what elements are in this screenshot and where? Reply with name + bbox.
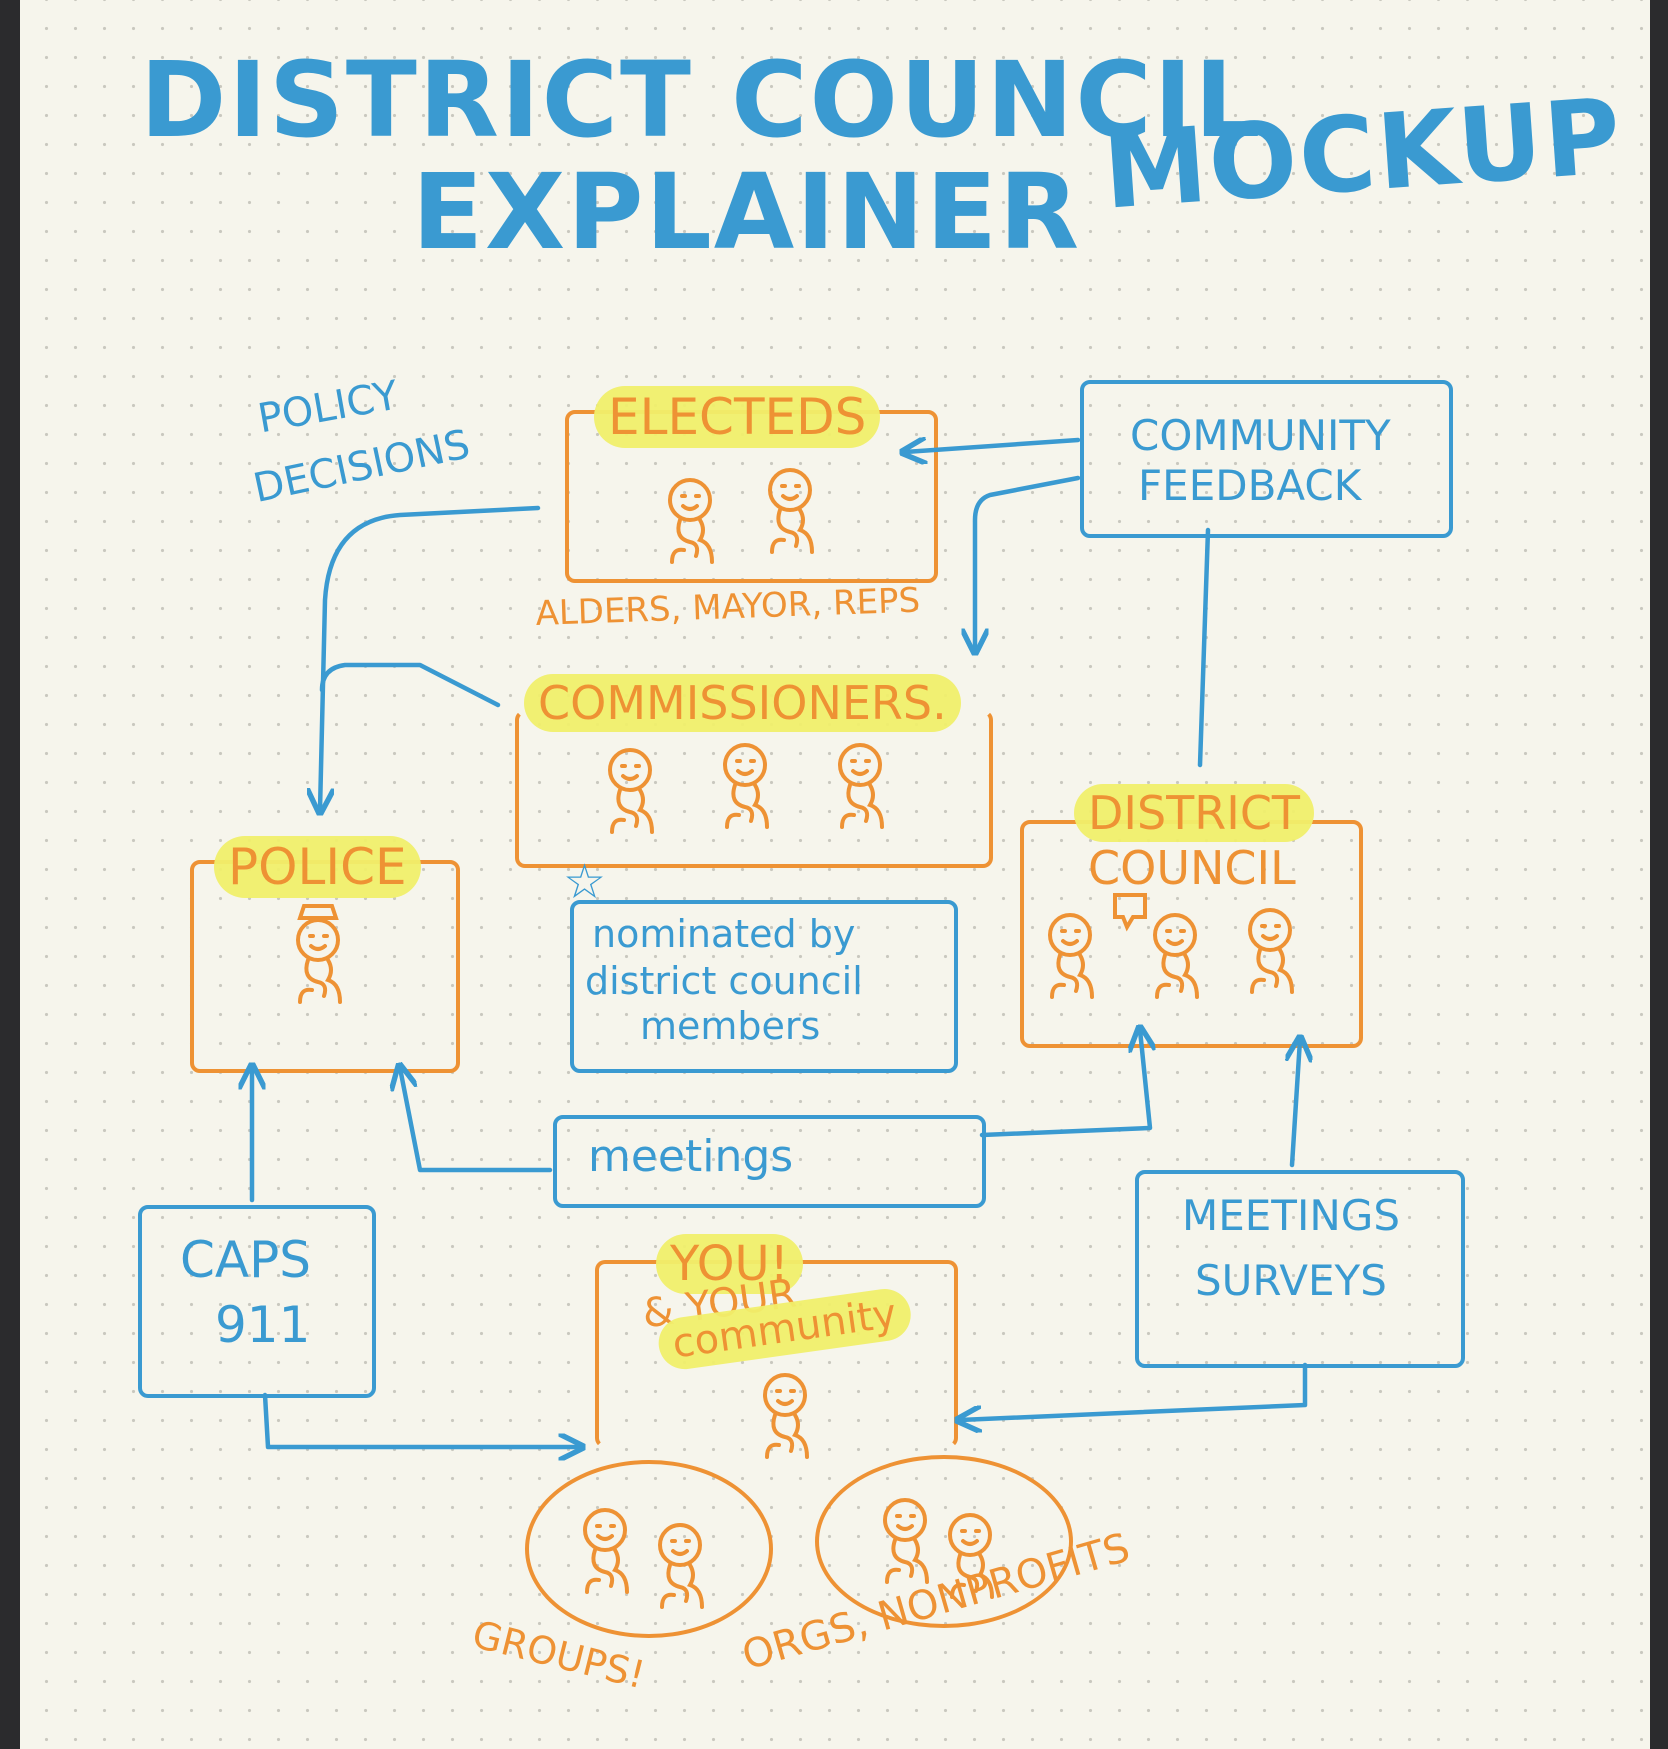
- star-icon: ☆: [563, 854, 607, 910]
- nominated-note-line-3: members: [640, 1004, 821, 1048]
- nominated-note-line-2: district council: [585, 959, 863, 1003]
- commissioners-box: [515, 710, 993, 868]
- electeds-label: ELECTEDS: [593, 386, 881, 448]
- community-feedback-line-2: FEEDBACK: [1138, 461, 1362, 510]
- nominated-note-line-1: nominated by: [592, 912, 856, 956]
- caps-box: [138, 1205, 376, 1398]
- meetings-label: meetings: [588, 1131, 794, 1182]
- dotted-sketch-page: [20, 0, 1650, 1749]
- caps-label-1: CAPS: [180, 1231, 312, 1289]
- orgs-circle: [815, 1455, 1073, 1628]
- caps-label-2: 911: [215, 1296, 311, 1354]
- meetings-surveys-label-2: SURVEYS: [1195, 1256, 1387, 1305]
- police-label: POLICE: [214, 836, 421, 898]
- district-council-label-1: DISTRICT: [1073, 784, 1315, 842]
- meetings-surveys-label-1: MEETINGS: [1182, 1191, 1400, 1240]
- groups-circle: [525, 1460, 773, 1638]
- community-feedback-box: [1080, 380, 1453, 538]
- title-line-2: EXPLAINER: [412, 151, 1082, 273]
- community-feedback-line-1: COMMUNITY: [1130, 411, 1391, 460]
- commissioners-label: COMMISSIONERS.: [524, 674, 961, 732]
- district-council-label-2: COUNCIL: [1088, 841, 1296, 895]
- nominated-note-box: [570, 900, 958, 1073]
- meetings-box: [553, 1115, 986, 1208]
- title-line-1: DISTRICT COUNCIL: [140, 39, 1263, 161]
- you-label: YOU!: [656, 1234, 803, 1294]
